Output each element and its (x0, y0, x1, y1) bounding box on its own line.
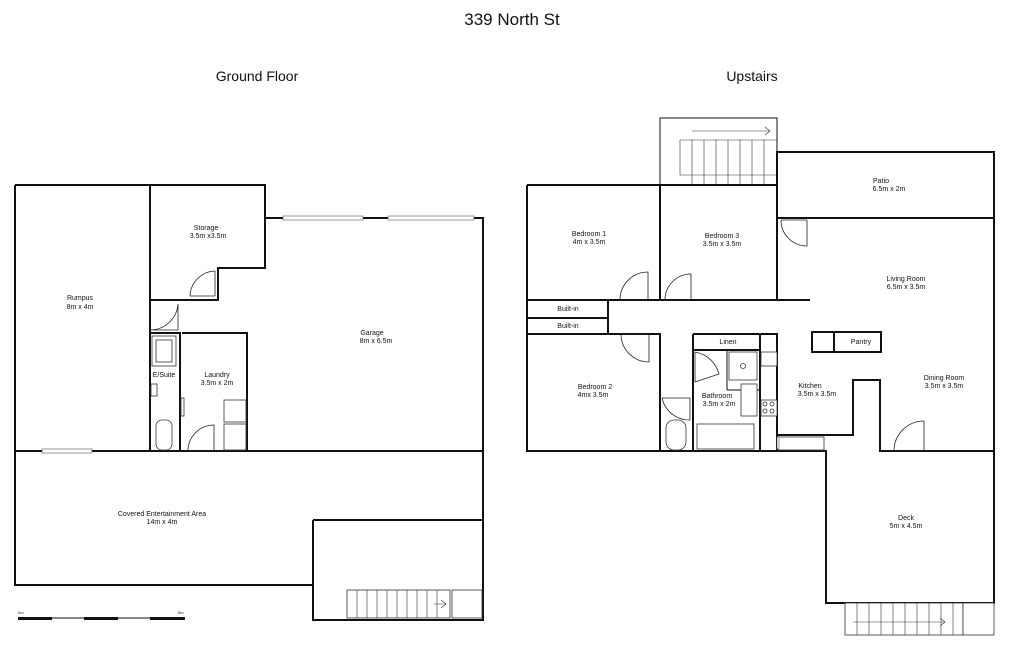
patio-wall (776, 151, 995, 219)
room-size: 8m x 4m (67, 304, 94, 311)
ground-outer-wall (14, 184, 484, 621)
room-size: 4mx 3.5m (578, 392, 609, 399)
room-label: Linen (719, 339, 736, 346)
bedroom2-door (620, 333, 650, 363)
dining-door (893, 420, 925, 452)
deck-stairs (844, 602, 995, 636)
storage-door (189, 270, 216, 297)
ground-stairs (346, 589, 483, 619)
room-label: Deck (898, 515, 914, 522)
kitchen-window (776, 436, 780, 450)
ground-floor-plan: Rumpus 8m x 4m Storage 3.5m x3.5m Garage… (14, 184, 484, 621)
pantry-wall (811, 331, 882, 353)
scale-start: 0m (18, 610, 24, 615)
shower-tray (155, 339, 173, 363)
room-label: Bedroom 3 (705, 233, 739, 240)
upstairs-outer-wall (526, 184, 995, 604)
laundry-tub (223, 423, 247, 451)
toilet-door (661, 397, 691, 421)
garage-window (282, 215, 364, 221)
entertainment-wall (312, 519, 484, 620)
room-label: Dining Room (924, 375, 965, 382)
room-size: 3.5m x 3.5m (798, 391, 837, 398)
room-size: 6.5m x 3.5m (887, 284, 926, 291)
room-label: Living Room (887, 276, 926, 283)
rumpus-sliding-door (41, 448, 93, 454)
ensuite-wall (150, 332, 181, 451)
room-label: Pantry (851, 339, 872, 346)
room-label: Rumpus (67, 295, 94, 302)
ground-floor-title: Ground Floor (215, 68, 299, 84)
room-size: 3.5m x 2m (703, 401, 736, 408)
living-door (780, 219, 808, 247)
laundry-door-frame (180, 397, 185, 417)
upstairs-title: Upstairs (726, 68, 778, 84)
toilet (155, 419, 173, 451)
room-label: Bedroom 2 (578, 384, 612, 391)
vanity (740, 383, 758, 417)
room-size: 8m x 6.5m (360, 338, 393, 345)
builtin-wall (527, 300, 661, 451)
upstairs-stairs (659, 117, 778, 186)
room-label: Bathroom (702, 393, 733, 400)
bedroom1-door (619, 271, 649, 301)
room-size: 3.5m x 2m (201, 380, 234, 387)
bedroom3-door (664, 273, 692, 301)
room-label: Garage (360, 330, 383, 337)
plan-title: 339 North St (464, 10, 560, 29)
room-size: 6.5m x 2m (873, 186, 906, 193)
bathtub (696, 423, 755, 450)
washing-machine (223, 399, 247, 423)
basin (150, 383, 158, 397)
kitchen-sink (760, 351, 778, 367)
room-label: E/Suite (153, 372, 176, 379)
laundry-wall (182, 332, 248, 451)
toilet (665, 419, 687, 451)
bathroom-door (694, 351, 720, 383)
garage-window (387, 215, 475, 221)
scale-bar: 0m 5m (18, 610, 185, 620)
room-label: Bedroom 1 (572, 231, 606, 238)
room-size: 5m x 4.5m (890, 523, 923, 530)
room-label: Storage (194, 225, 219, 232)
room-size: 4m x 3.5m (573, 239, 606, 246)
room-label: Built-in (557, 306, 579, 313)
room-label: Kitchen (798, 383, 821, 390)
upstairs-plan: Patio 6.5m x 2m Bedroom 1 4m x 3.5m Bedr… (526, 117, 995, 636)
room-size: 3.5m x 3.5m (703, 241, 742, 248)
bathroom-wall (692, 333, 778, 451)
room-label: Covered Entertainment Area (118, 511, 206, 518)
room-label: Laundry (204, 372, 230, 379)
room-label: Patio (873, 178, 889, 185)
room-size: 14m x 4m (147, 519, 178, 526)
room-size: 3.5m x3.5m (190, 233, 227, 240)
room-label: Built-in (557, 323, 579, 330)
scale-end: 5m (178, 610, 184, 615)
room-size: 3.5m x 3.5m (925, 383, 964, 390)
ensuite-door (149, 303, 179, 331)
kitchen-bench (777, 436, 825, 451)
laundry-door (187, 424, 215, 452)
